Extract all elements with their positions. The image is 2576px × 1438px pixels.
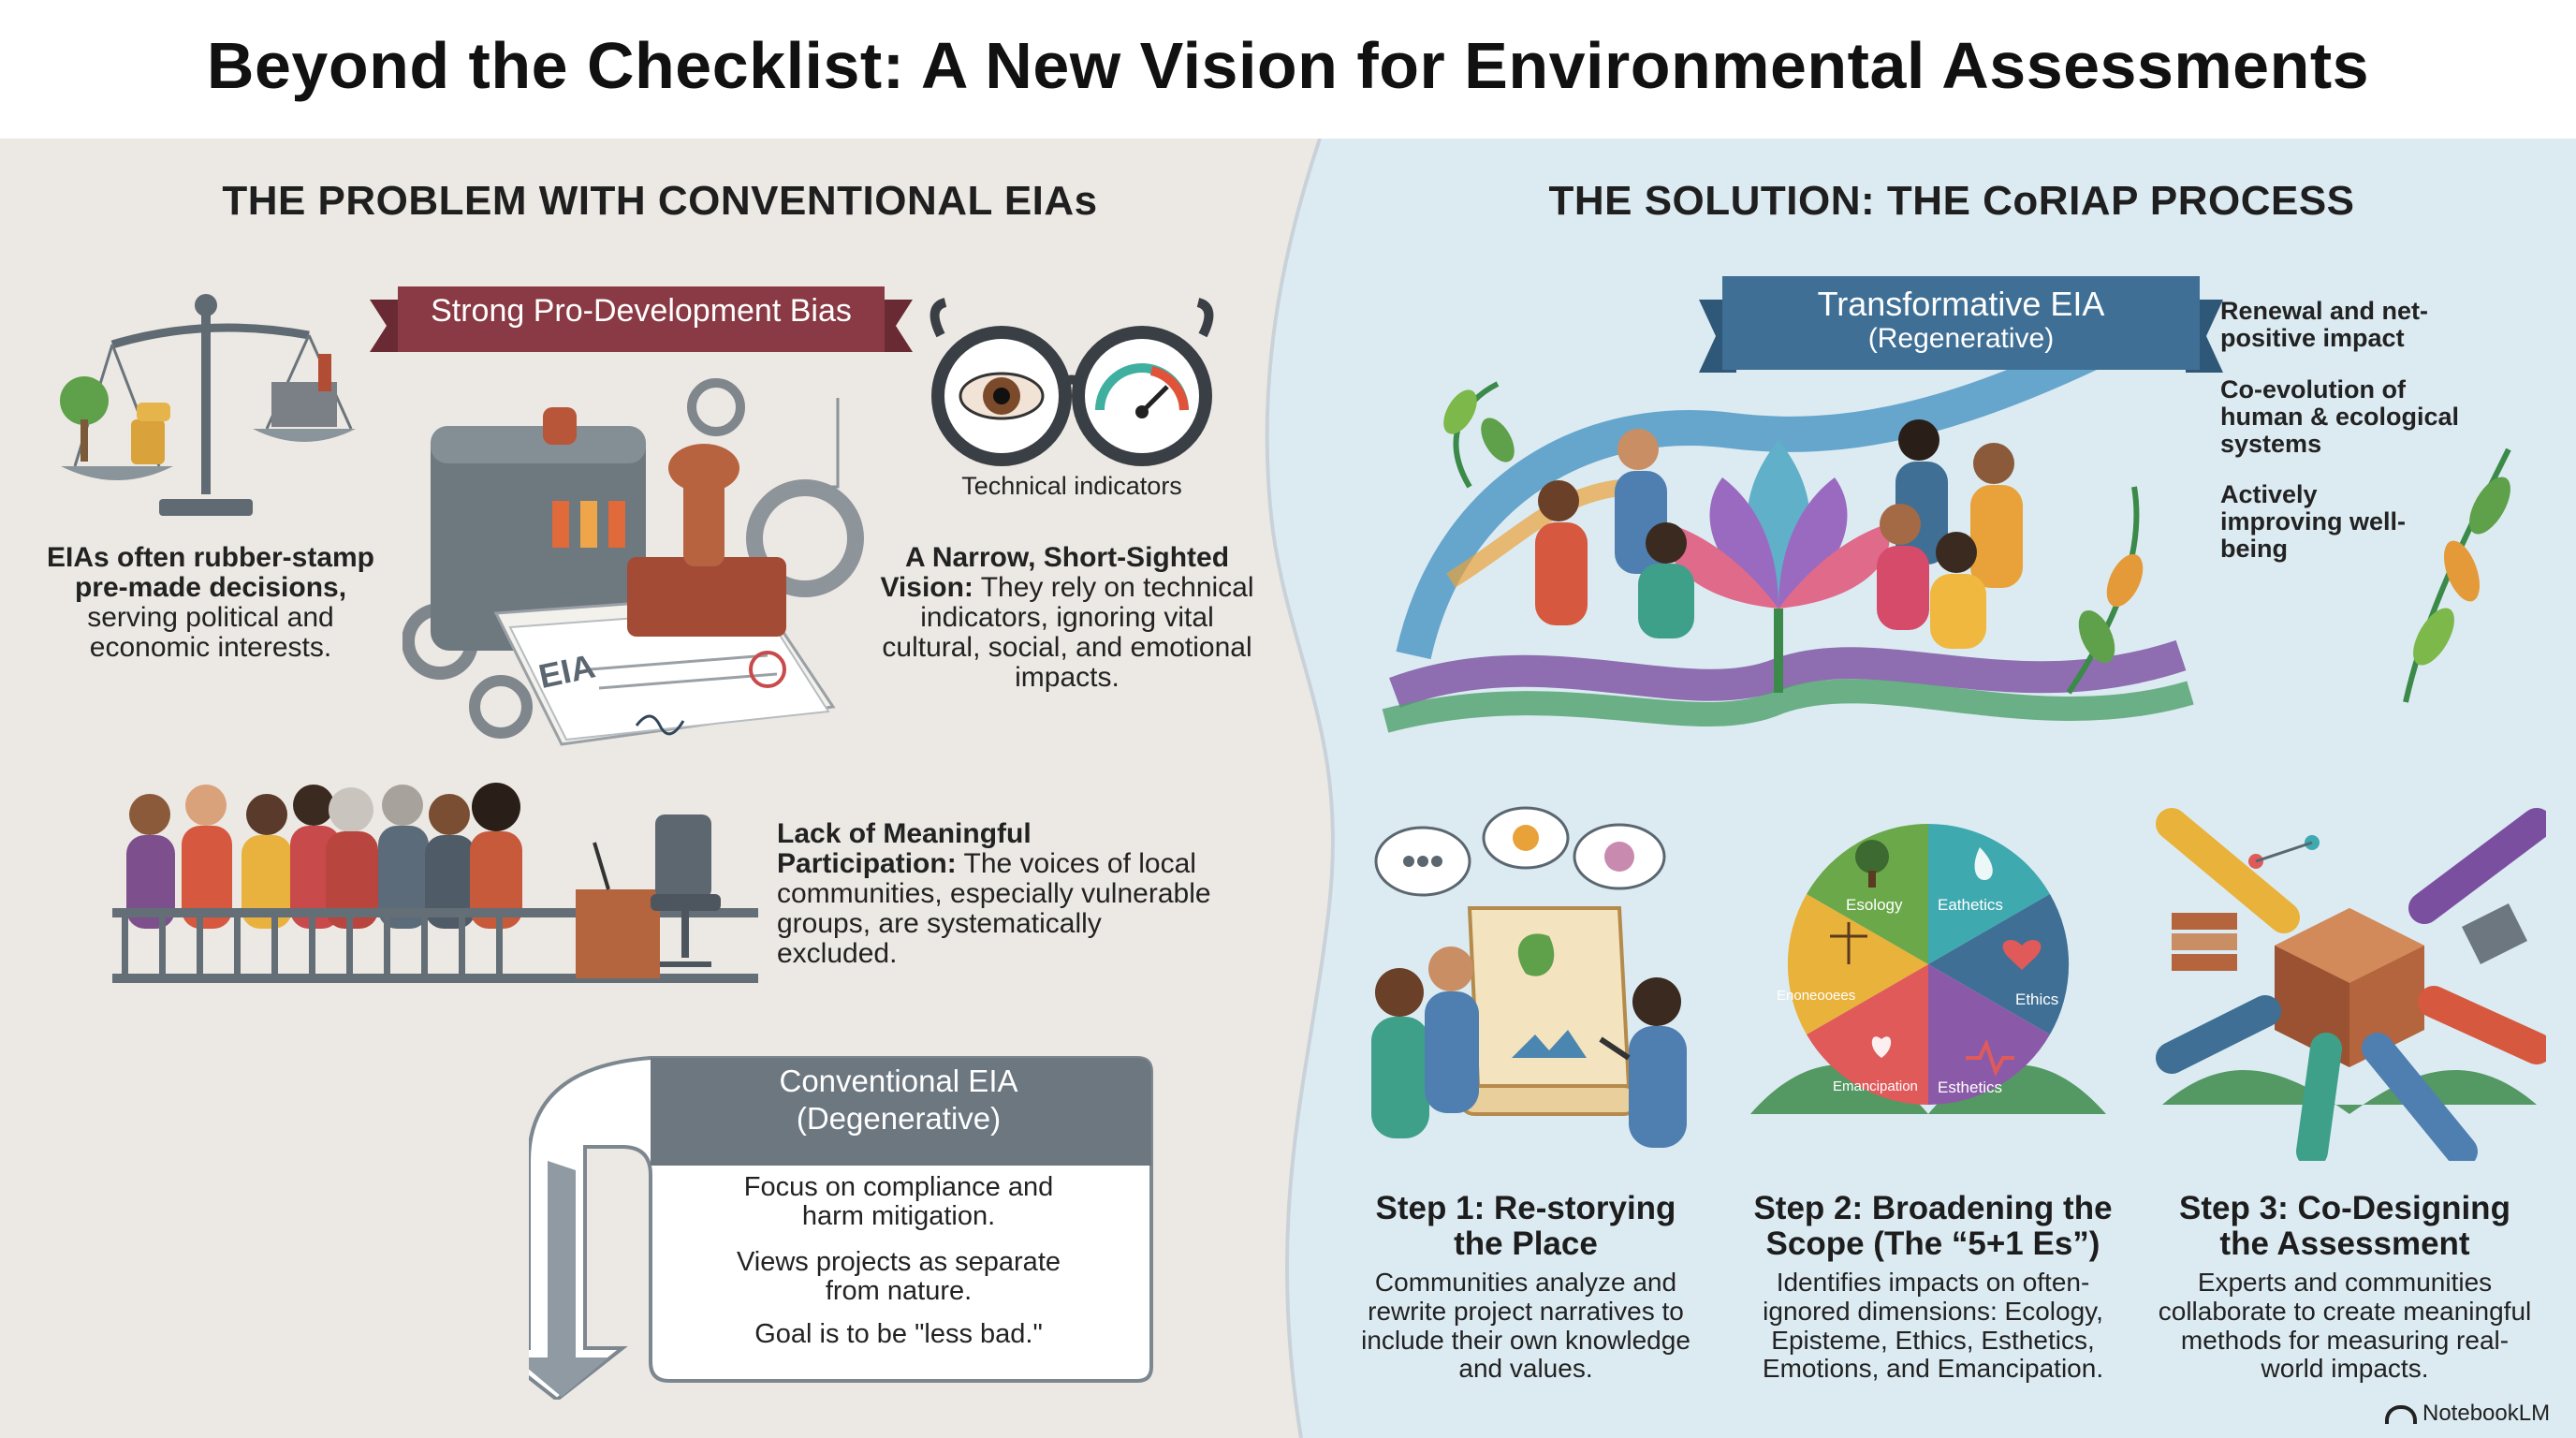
wheel-label-ethics: Ethics — [2015, 990, 2059, 1008]
wheel-label-enoneooees: Enoneooees — [1777, 988, 1856, 1004]
degenerative-title: Conventional EIA — [779, 1064, 1018, 1098]
stamp-machine-icon — [402, 378, 864, 746]
wheel-label-esology: Esology — [1846, 896, 1903, 914]
glasses-icon — [929, 298, 1214, 466]
benefit-1: Renewal and net-positive impact — [2220, 297, 2429, 352]
benefit-2: Co-evolution of human & ecological syste… — [2220, 375, 2460, 458]
notebooklm-icon — [2385, 1404, 2417, 1424]
brand-mark: NotebookLM — [2385, 1401, 2550, 1427]
glasses-caption: Technical indicators — [961, 472, 1182, 500]
wheel-label-emancipation: Emancipation — [1833, 1078, 1918, 1094]
solution-heading: THE SOLUTION: THE CoRIAP PROCESS — [1548, 178, 2355, 224]
degenerative-subtitle: (Degenerative) — [796, 1100, 1002, 1136]
narrow-vision-rest: They rely on technical indicators, ignor… — [882, 572, 1254, 694]
step-2-title: Step 2: Broadening the Scope (The “5+1 E… — [1753, 1190, 2113, 1262]
regenerative-community-illustration — [1382, 302, 2194, 733]
degenerative-header: Conventional EIA (Degenerative) — [660, 1063, 1137, 1137]
participation-text: Lack of Meaningful Participation: The vo… — [777, 818, 1217, 970]
balance-scale-icon — [60, 294, 356, 516]
down-arrow-icon — [529, 1161, 608, 1397]
degenerative-point-2: Views projects as separate from nature. — [736, 1247, 1061, 1307]
wheel-label-esthetics: Esthetics — [1938, 1078, 2002, 1096]
transformative-ribbon-shape — [1699, 276, 2223, 373]
rubber-stamp-text: EIAs often rubber-stamp pre-made decisio… — [37, 542, 384, 664]
wheel-label-eathetics: Eathetics — [1938, 896, 2003, 914]
excluded-community-icon — [112, 783, 758, 983]
step-3-desc: Experts and communities collaborate to c… — [2158, 1268, 2532, 1384]
degenerative-point-3: Goal is to be "less bad." — [754, 1319, 1043, 1349]
narrow-vision-text: A Narrow, Short-Sighted Vision: They rel… — [871, 542, 1264, 694]
people-group — [1535, 419, 2023, 649]
panel-divider — [1265, 139, 1336, 1438]
lotus-flower — [1667, 440, 1890, 693]
degenerative-point-1: Focus on compliance and harm mitigation. — [743, 1172, 1054, 1232]
rubber-stamp-bold: EIAs often rubber-stamp pre-made decisio… — [46, 542, 375, 604]
rubber-stamp-rest: serving political and economic interests… — [87, 602, 334, 664]
page-title: Beyond the Checklist: A New Vision for E… — [206, 29, 2370, 102]
benefit-3: Actively improving well-being — [2220, 480, 2407, 563]
problem-heading: THE PROBLEM WITH CONVENTIONAL EIAs — [222, 178, 1098, 224]
step-1-desc: Communities analyze and rewrite project … — [1361, 1268, 1690, 1384]
crowd-group — [126, 783, 522, 929]
bias-ribbon-label: Strong Pro-Development Bias — [431, 293, 852, 329]
bracket-line — [796, 398, 840, 489]
five-plus-one-es-wheel — [1750, 824, 2106, 1114]
step-3-title: Step 3: Co-Designing the Assessment — [2179, 1190, 2510, 1262]
step-2-desc: Identifies impacts on often-ignored dime… — [1762, 1268, 2104, 1384]
transformative-title: Transformative EIA — [1817, 285, 2105, 323]
participation-rest: The voices of local communities, especia… — [777, 848, 1211, 970]
title-bar: Beyond the Checklist: A New Vision for E… — [0, 0, 2576, 139]
transformative-ribbon-label: Transformative EIA (Regenerative) — [1722, 285, 2200, 356]
narrow-vision-bold: A Narrow, Short-Sighted Vision: — [880, 542, 1230, 604]
degenerative-card-shape — [529, 1056, 1153, 1400]
co-design-hands-illustration — [2156, 808, 2546, 1161]
bias-ribbon-shape — [370, 286, 913, 352]
restorying-illustration — [1371, 806, 1687, 1148]
transformative-subtitle: (Regenerative) — [1867, 323, 2055, 355]
step-1-title: Step 1: Re-storying the Place — [1375, 1190, 1676, 1262]
participation-bold: Lack of Meaningful Participation: — [777, 818, 1032, 880]
brand-label: NotebookLM — [2422, 1401, 2551, 1426]
benefit-plant-icon — [2403, 448, 2511, 703]
